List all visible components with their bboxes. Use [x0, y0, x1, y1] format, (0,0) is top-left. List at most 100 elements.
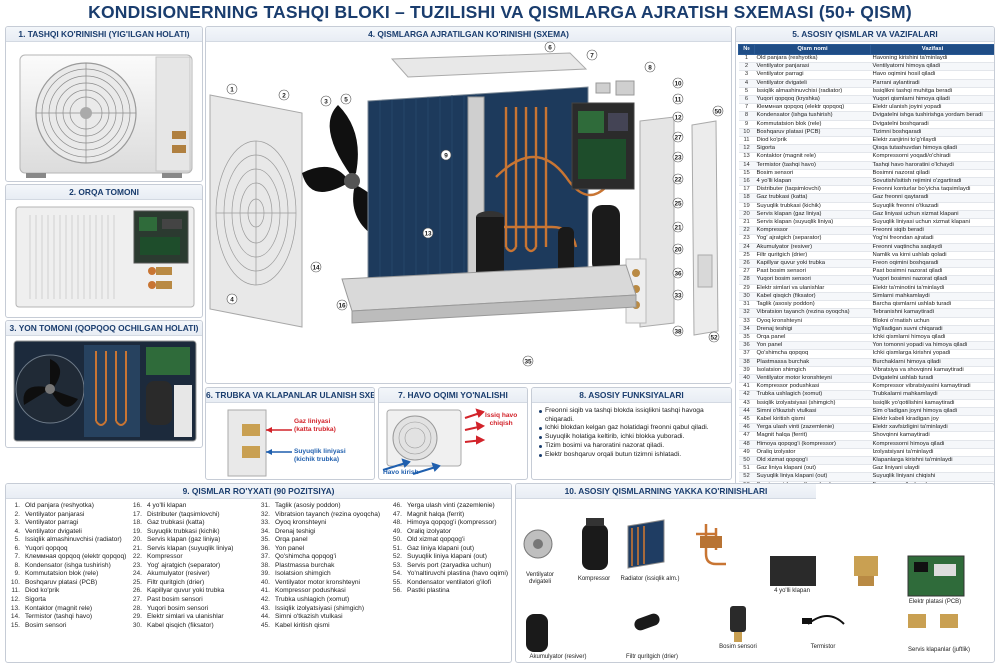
list-item: 42.Trubka ushlagich (xomut) — [258, 596, 380, 605]
part-number: 47 — [738, 431, 755, 441]
part-function: Elektr ulanish joyini yopadi — [870, 103, 994, 113]
list-item-number: 53. — [392, 561, 402, 569]
list-item-number: 37. — [260, 553, 270, 561]
callout-3: 3 — [324, 99, 328, 106]
list-item-label: Kondensator ventilatori g'ilofi — [407, 578, 492, 586]
list-item: 28.Yuqori bosim sensori — [130, 605, 234, 614]
callout-20: 20 — [674, 247, 682, 254]
list-item-number: 27. — [132, 596, 142, 604]
column-header-number: № — [738, 44, 755, 55]
part-label-accumulator: Akumulyator (resiver) — [529, 654, 587, 660]
part-number: 18 — [738, 193, 755, 203]
part-function: Qisqa tutashuvdan himoya qiladi — [870, 144, 994, 154]
airflow-illustration — [382, 408, 486, 475]
list-item-number: 42. — [260, 596, 270, 604]
part-label-4way-valve: 4 yo'lli klapan — [774, 588, 810, 594]
outdoor-unit-front-illustration — [19, 54, 193, 178]
part-number: 22 — [738, 226, 755, 236]
list-item: 13.Kontaktor (magnit rele) — [8, 605, 126, 614]
panel-piping-diagram: 6. TRUBKA VA KLAPANLAR ULANISH SXEMASI G… — [205, 387, 375, 480]
part-number: 20 — [738, 210, 755, 220]
list-item-number: 39. — [260, 570, 270, 578]
part-number: 49 — [738, 448, 755, 457]
callout-50: 50 — [714, 109, 722, 116]
part-function: Elektr kabeli kiradigan joy — [870, 415, 994, 425]
list-item-number: 9. — [14, 570, 21, 578]
piping-illustration — [227, 409, 292, 477]
part-function: Freonni vaqtincha saqlaydi — [870, 243, 994, 252]
list-item-number: 16. — [132, 502, 142, 509]
list-item-number: 47. — [392, 510, 402, 518]
list-item-number: 51. — [392, 544, 402, 552]
part-function: Yuqori qismlarni himoya qiladi — [870, 95, 994, 105]
part-function: Ventilyatorni himoya qiladi — [870, 62, 994, 72]
part-function: Simlarni mahkamlaydi — [870, 292, 994, 302]
part-function: Sim o'tadigan joyni himoya qiladi — [870, 407, 994, 416]
callout-21: 21 — [674, 225, 682, 232]
list-item-label: Old panjara (reshyotka) — [25, 502, 94, 509]
list-item-label: Oyoq kronshteyni — [275, 519, 327, 527]
part-function: Gaz liniyasi uchun xizmat klapani — [870, 210, 994, 220]
part-name: Simni o'tkazish vtulkasi — [754, 407, 871, 416]
part-function: Yon tomonni yopadi va himoya qiladi — [870, 341, 994, 351]
callout-12: 12 — [674, 115, 682, 122]
part-name: Kabel kiritish qismi — [754, 415, 871, 425]
list-item: 52.Suyuqlik liniya klapani (out) — [390, 553, 508, 562]
list-item-number: 40. — [260, 578, 270, 586]
list-item-number: 35. — [260, 536, 270, 544]
callout-33: 33 — [674, 293, 682, 300]
list-item-number: 18. — [132, 519, 142, 527]
part-name: Ventilyator panjarasi — [754, 62, 871, 72]
part-name: Old panjara (reshyotka) — [754, 54, 871, 64]
part-name: Magnit halqa (ferrit) — [754, 431, 871, 441]
part-name: Boshqaruv platasi (PCB) — [754, 128, 871, 138]
list-item: 2.Ventilyator panjarasi — [8, 511, 126, 520]
list-item: 10.Boshqaruv platasi (PCB) — [8, 579, 126, 588]
list-item-number: 21. — [132, 544, 142, 552]
list-item-label: Ventilyator panjarasi — [25, 510, 85, 518]
list-item-label: Ventilyator parragi — [25, 519, 79, 527]
list-item-label: Filtr quritgich (drier) — [147, 578, 205, 586]
panel-title: 9. QISMLAR RO'YXATI (90 POZITSIYA) — [6, 484, 511, 499]
list-item-label: Servis klapan (suyuqlik liniya) — [147, 544, 234, 552]
part-number: 34 — [738, 325, 755, 334]
list-item-label: Old xizmat qopqog'i — [407, 536, 465, 544]
part-function: Ichki qismlarni himoya qiladi — [870, 333, 994, 343]
list-item: 49.Oraliq izolyator — [390, 528, 508, 537]
part-function: Freonni siqib beradi — [870, 226, 994, 236]
list-item: 1.Old panjara (reshyotka) — [8, 502, 126, 511]
list-item-number: 50. — [392, 536, 402, 544]
part-function: Klapanlarga kirishni ta'minlaydi — [870, 456, 994, 466]
list-item-number: 34. — [260, 527, 270, 535]
part-number: 25 — [738, 251, 755, 261]
list-item-number: 30. — [132, 621, 142, 629]
list-item-number: 49. — [392, 527, 402, 535]
list-item: 22.Kompressor — [130, 553, 234, 562]
list-item-number: 7. — [14, 553, 21, 561]
panel-functions: 8. ASOSIY FUNKSIYALARI Freonni siqib va … — [531, 387, 732, 480]
list-item: 27.Past bosim sensori — [130, 596, 234, 605]
list-item-label: Simni o'tkazish vtulkasi — [275, 613, 343, 621]
part-function: Izolyatsiyani ta'minlaydi — [870, 448, 994, 457]
parts-illustrations — [523, 518, 965, 652]
part-name: Gaz trubkasi (katta) — [754, 193, 871, 203]
part-number: 19 — [738, 202, 755, 211]
part-number: 5 — [738, 87, 755, 97]
part-name: Sigorta — [754, 144, 871, 154]
list-item-number: 17. — [132, 510, 142, 518]
list-item-number: 43. — [260, 604, 270, 612]
list-item: 11.Diod ko'prik — [8, 587, 126, 596]
